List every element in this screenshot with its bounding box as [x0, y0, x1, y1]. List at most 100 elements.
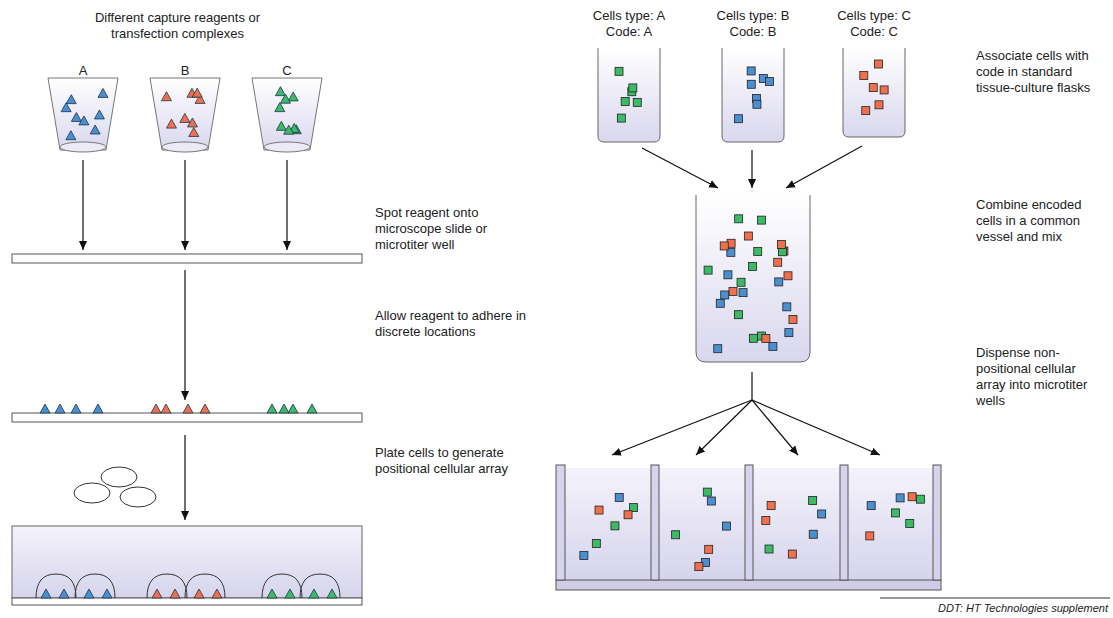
encoded-cell — [758, 216, 766, 224]
reagent-triangle — [40, 404, 50, 413]
encoded-cell — [735, 115, 743, 123]
encoded-cell — [707, 497, 715, 505]
encoded-cell — [615, 494, 623, 502]
encoded-cell — [754, 247, 762, 255]
encoded-cell — [724, 271, 732, 279]
encoded-cell — [916, 495, 924, 503]
flow-arrows — [612, 146, 880, 455]
encoded-cell — [716, 299, 724, 307]
encoded-cell — [621, 98, 629, 106]
reagent-triangle — [275, 103, 285, 112]
reagent-triangle — [267, 404, 277, 413]
flow-arrows — [83, 160, 287, 520]
encoded-cell — [617, 114, 625, 122]
source-note: DDT: HT Technologies supplement — [870, 601, 1108, 615]
reagent-triangle — [98, 88, 108, 97]
encoded-cell — [721, 291, 729, 299]
encoded-cell — [777, 241, 785, 249]
encoded-cell — [875, 101, 883, 109]
encoded-cell — [735, 215, 743, 223]
caption-text: Combine encoded cells in a common vessel… — [976, 197, 1108, 245]
encoded-cell — [809, 497, 817, 505]
encoded-cell — [788, 550, 796, 558]
reagent-triangle — [55, 404, 65, 413]
flasks — [598, 48, 905, 362]
encoded-cell — [703, 488, 711, 496]
encoded-cell — [747, 67, 755, 75]
reagent-triangle — [79, 116, 89, 125]
reagent-triangle — [275, 87, 285, 96]
encoded-cell — [580, 552, 588, 560]
reagent-triangle — [152, 589, 162, 598]
encoded-cell — [734, 311, 742, 319]
encoded-cell — [762, 335, 770, 343]
encoded-cell — [874, 60, 882, 68]
reagent-triangle — [161, 404, 171, 413]
reagent-cups — [48, 78, 322, 152]
encoded-cell — [611, 522, 619, 530]
encoded-cell — [747, 80, 755, 88]
caption-text: A — [73, 63, 93, 79]
reagent-triangle — [180, 113, 190, 122]
encoded-cell — [789, 315, 797, 323]
encoded-cell — [744, 232, 752, 240]
encoded-cell — [704, 266, 712, 274]
encoded-cell — [896, 494, 904, 502]
encoded-cell — [714, 345, 722, 353]
caption-text: Plate cells to generate positional cellu… — [375, 445, 535, 477]
caption-text: Cells type: C Code: C — [824, 8, 924, 40]
encoded-cell — [869, 84, 877, 92]
encoded-cell — [739, 289, 747, 297]
encoded-cell — [705, 545, 713, 553]
reagent-triangle — [170, 589, 180, 598]
caption-text: Cells type: B Code: B — [703, 8, 803, 40]
encoded-cell — [783, 303, 791, 311]
markers — [40, 60, 924, 598]
caption-text: Different capture reagents or transfecti… — [60, 10, 295, 42]
encoded-cell — [809, 530, 817, 538]
encoded-cell — [633, 98, 641, 106]
reagent-triangle — [41, 589, 51, 598]
reagent-triangle — [71, 112, 81, 121]
reagent-triangle — [288, 92, 298, 101]
encoded-cell — [672, 531, 680, 539]
reagent-triangle — [94, 110, 104, 119]
reagent-triangle — [327, 589, 337, 598]
reagent-triangle — [285, 589, 295, 598]
encoded-cell — [891, 509, 899, 517]
reagent-triangle — [187, 118, 197, 127]
slide — [12, 598, 362, 605]
encoded-cell — [778, 248, 786, 256]
reagent-triangle — [166, 119, 176, 128]
encoded-cell — [784, 272, 792, 280]
reagent-triangle — [194, 589, 204, 598]
encoded-cell — [906, 520, 914, 528]
reagent-triangle — [59, 589, 69, 598]
reagent-triangle — [102, 589, 112, 598]
encoded-cell — [785, 329, 793, 337]
caption-text: Spot reagent onto microscope slide or mi… — [375, 205, 535, 253]
cells — [74, 467, 156, 507]
encoded-cell — [908, 493, 916, 501]
footer-rule — [880, 598, 1110, 599]
encoded-cell — [769, 342, 777, 350]
encoded-cell — [866, 532, 874, 540]
encoded-cell — [624, 511, 632, 519]
reagent-triangle — [281, 94, 291, 103]
reagent-triangle — [93, 404, 103, 413]
encoded-cell — [753, 100, 761, 108]
encoded-cell — [818, 510, 826, 518]
reagent-triangle — [151, 404, 161, 413]
slide — [12, 413, 362, 422]
reagent-triangle — [189, 128, 199, 137]
encoded-cell — [880, 86, 888, 94]
reagent-triangle — [66, 131, 76, 140]
reagent-triangle — [192, 88, 202, 97]
encoded-cell — [860, 72, 868, 80]
encoded-cell — [775, 278, 783, 286]
encoded-cell — [629, 84, 637, 92]
reagent-triangle — [288, 404, 298, 413]
caption-text: Allow reagent to adhere in discrete loca… — [375, 308, 530, 340]
slide — [12, 254, 362, 263]
